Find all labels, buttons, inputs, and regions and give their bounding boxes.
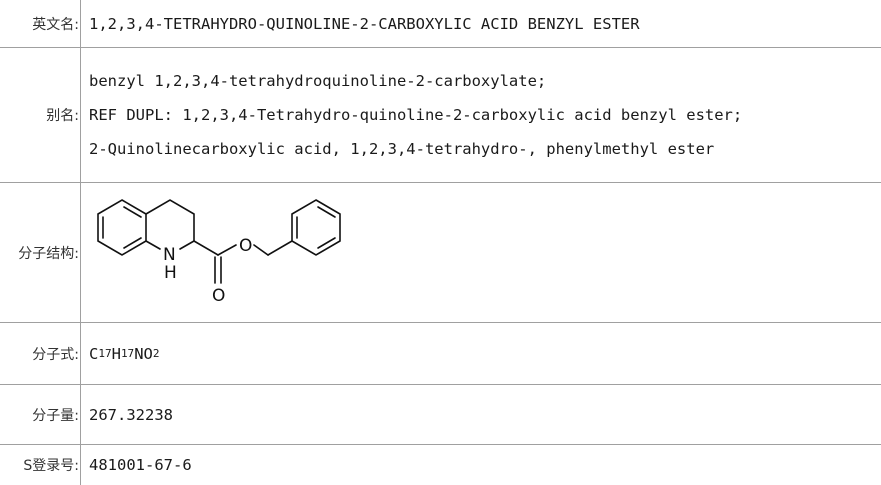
benzyl-bond [267, 240, 293, 256]
alias-label: 别名: [46, 108, 79, 124]
carbonyl-carbon-bond [193, 240, 219, 256]
formula-element: NO [134, 344, 153, 363]
column-divider [80, 0, 81, 485]
weight-value: 267.32238 [89, 405, 173, 424]
benzo-double-bond [123, 206, 142, 218]
ring-n-bond [145, 240, 161, 250]
row-structure: 分子结构: [0, 183, 881, 323]
alias-item: 2-Quinolinecarboxylic acid, 1,2,3,4-tetr… [89, 140, 715, 158]
alias-values: benzyl 1,2,3,4-tetrahydroquinoline-2-car… [89, 48, 742, 182]
row-english-name: 英文名: 1,2,3,4-TETRAHYDRO-QUINOLINE-2-CARB… [0, 0, 881, 48]
benzo-double-bond [123, 237, 142, 249]
carbonyl-oxygen-atom-label: O [212, 286, 225, 306]
phenyl-ring [291, 199, 341, 256]
structure-label: 分子结构: [18, 245, 79, 262]
cas-value: 481001-67-6 [89, 456, 192, 474]
ring-n-bond [179, 240, 195, 250]
english-name-label: 英文名: [32, 16, 79, 33]
phenyl-double-bond [317, 237, 336, 249]
formula-label: 分子式: [32, 346, 79, 363]
phenyl-double-bond [317, 206, 336, 218]
weight-label: 分子量: [32, 407, 79, 424]
ester-bond [253, 244, 269, 256]
ring-oxygen-atom-label: O [239, 236, 252, 256]
row-alias: 别名: benzyl 1,2,3,4-tetrahydroquinoline-2… [0, 48, 881, 183]
ester-bond [217, 244, 237, 256]
molecular-structure-diagram: N H O O [97, 199, 341, 306]
row-cas: S登录号: 481001-67-6 [0, 445, 881, 485]
alias-item: REF DUPL: 1,2,3,4-Tetrahydro-quinoline-2… [89, 106, 743, 124]
benzo-ring [97, 199, 147, 256]
saturated-ring [145, 199, 195, 242]
cas-label: S登录号: [23, 458, 79, 474]
english-name-value: 1,2,3,4-TETRAHYDRO-QUINOLINE-2-CARBOXYLI… [89, 14, 640, 33]
formula-element: C [89, 344, 99, 363]
alias-item: benzyl 1,2,3,4-tetrahydroquinoline-2-car… [89, 72, 547, 90]
formula-element: H [111, 344, 121, 363]
hydrogen-atom-label: H [164, 263, 177, 283]
row-weight: 分子量: 267.32238 [0, 385, 881, 445]
nitrogen-atom-label: N [163, 245, 176, 265]
